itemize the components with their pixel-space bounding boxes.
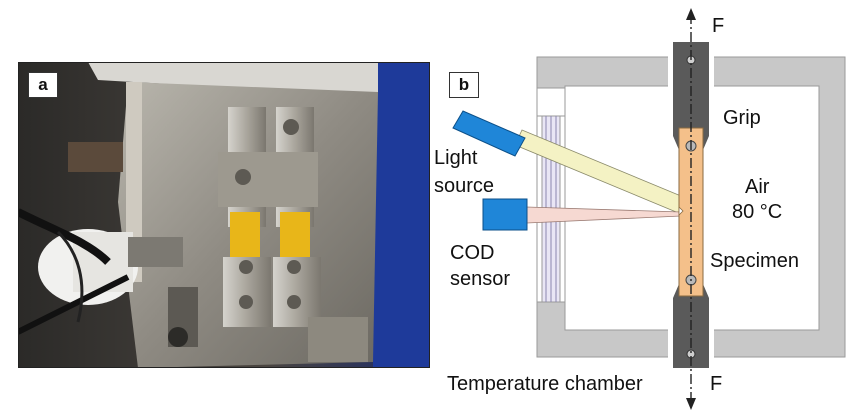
grip-label: Grip bbox=[723, 107, 761, 129]
light-source-label-line1: Light bbox=[434, 147, 478, 169]
load-axis bbox=[686, 8, 696, 410]
force-arrow-down-icon bbox=[686, 398, 696, 410]
cod-sensor-label-line2: sensor bbox=[450, 268, 511, 290]
specimen-left bbox=[230, 212, 260, 257]
chamber-wall bbox=[373, 62, 430, 368]
specimen-right bbox=[280, 212, 310, 257]
cable bbox=[56, 230, 84, 323]
force-label-bottom: F bbox=[710, 373, 723, 395]
cod-sensor-label-line1: COD bbox=[450, 242, 495, 264]
temperature-label: 80 °C bbox=[732, 201, 783, 223]
cod-sensor bbox=[482, 198, 528, 231]
light-source-label-line2: source bbox=[434, 175, 495, 197]
temperature-chamber-label: Temperature chamber bbox=[447, 373, 643, 395]
light-source bbox=[452, 110, 526, 157]
panel-a-label: a bbox=[28, 72, 58, 98]
force-arrow-up-icon bbox=[686, 8, 696, 20]
panel-b-label: b bbox=[449, 72, 479, 98]
grip-left bbox=[218, 107, 271, 327]
bracket bbox=[68, 142, 123, 172]
cable bbox=[18, 208, 111, 265]
cable bbox=[18, 274, 130, 335]
air-label: Air bbox=[745, 176, 770, 198]
specimen-label: Specimen bbox=[710, 250, 799, 272]
specimen-notch bbox=[678, 206, 684, 216]
grip-right bbox=[268, 107, 321, 327]
lower-clamp bbox=[308, 317, 368, 362]
test-rig-photo bbox=[18, 62, 430, 368]
force-label-top: F bbox=[712, 15, 725, 37]
